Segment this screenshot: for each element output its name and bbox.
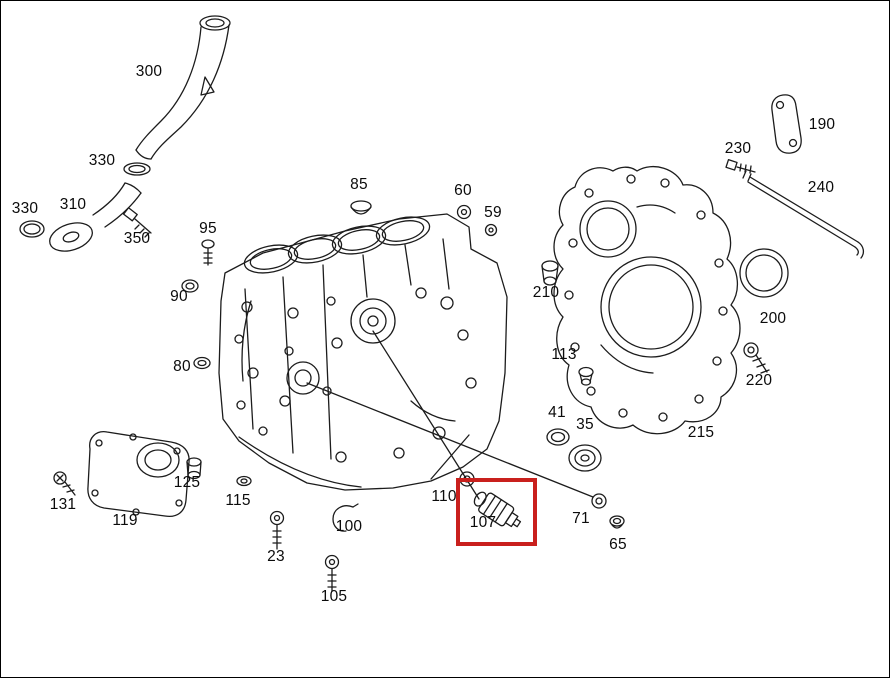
bolt-220	[743, 342, 770, 374]
part-label-59[interactable]: 59	[484, 204, 502, 221]
oil-pipe-300	[135, 15, 231, 160]
part-label-330-left[interactable]: 330	[11, 200, 39, 217]
seal-ring-330-left	[19, 220, 45, 238]
plug-65	[609, 515, 625, 529]
part-label-350[interactable]: 350	[123, 230, 151, 247]
part-label-119[interactable]: 119	[112, 512, 138, 529]
sleeve-125	[186, 457, 202, 480]
part-label-210[interactable]: 210	[532, 284, 560, 301]
part-label-190[interactable]: 190	[808, 116, 836, 133]
leader-lines	[306, 330, 594, 500]
bolt-105	[324, 554, 340, 592]
dowel-210	[541, 260, 559, 286]
part-label-125[interactable]: 125	[173, 474, 201, 491]
core-plug-85	[350, 200, 372, 215]
bolt-23	[269, 510, 285, 550]
part-label-65[interactable]: 65	[609, 536, 627, 553]
bracket-190	[771, 94, 802, 154]
part-label-131[interactable]: 131	[49, 496, 77, 513]
part-label-71[interactable]: 71	[572, 510, 590, 527]
radial-seal-200	[739, 248, 789, 298]
seal-ring-59	[484, 223, 498, 237]
sealing-cup-35	[568, 444, 602, 472]
part-label-95[interactable]: 95	[199, 220, 217, 237]
part-label-240[interactable]: 240	[807, 179, 835, 196]
seal-ring-60	[456, 204, 472, 220]
part-label-330-upper[interactable]: 330	[88, 152, 116, 169]
bolt-350	[122, 207, 152, 238]
elbow-pipe-310	[49, 182, 142, 252]
part-label-300[interactable]: 300	[135, 63, 163, 80]
plug-90	[181, 279, 199, 293]
part-label-215[interactable]: 215	[687, 424, 715, 441]
part-label-85[interactable]: 85	[350, 176, 368, 193]
guide-rod-240	[742, 170, 865, 259]
part-label-35[interactable]: 35	[576, 416, 594, 433]
part-label-60[interactable]: 60	[454, 182, 472, 199]
highlight-box[interactable]	[456, 478, 537, 546]
part-label-115[interactable]: 115	[225, 492, 251, 509]
part-label-220[interactable]: 220	[745, 372, 773, 389]
part-label-105[interactable]: 105	[320, 588, 348, 605]
bolt-230	[725, 159, 756, 174]
part-label-80[interactable]: 80	[173, 358, 191, 375]
part-label-100[interactable]: 100	[335, 518, 363, 535]
bolt-95	[201, 239, 215, 266]
part-label-107[interactable]: 107	[469, 514, 497, 531]
part-label-23[interactable]: 23	[267, 548, 285, 565]
plug-80	[193, 356, 211, 370]
seal-ring-330-upper	[123, 162, 151, 176]
bolt-131	[53, 471, 76, 496]
part-label-200[interactable]: 200	[759, 310, 787, 327]
retaining-clip-100	[332, 503, 359, 532]
part-label-310[interactable]: 310	[59, 196, 87, 213]
part-label-41[interactable]: 41	[548, 404, 566, 421]
engine-block	[218, 213, 508, 491]
end-cover-119	[87, 431, 190, 518]
part-label-113[interactable]: 113	[551, 346, 577, 363]
screw-plug-107	[473, 491, 522, 528]
part-label-90[interactable]: 90	[170, 288, 188, 305]
part-label-110[interactable]: 110	[431, 488, 457, 505]
plug-115	[236, 475, 252, 487]
part-label-230[interactable]: 230	[724, 140, 752, 157]
plug-113	[578, 366, 594, 386]
o-ring-41	[546, 428, 570, 446]
timing-case-cover-215	[553, 166, 741, 435]
seal-ring-71	[591, 493, 607, 509]
